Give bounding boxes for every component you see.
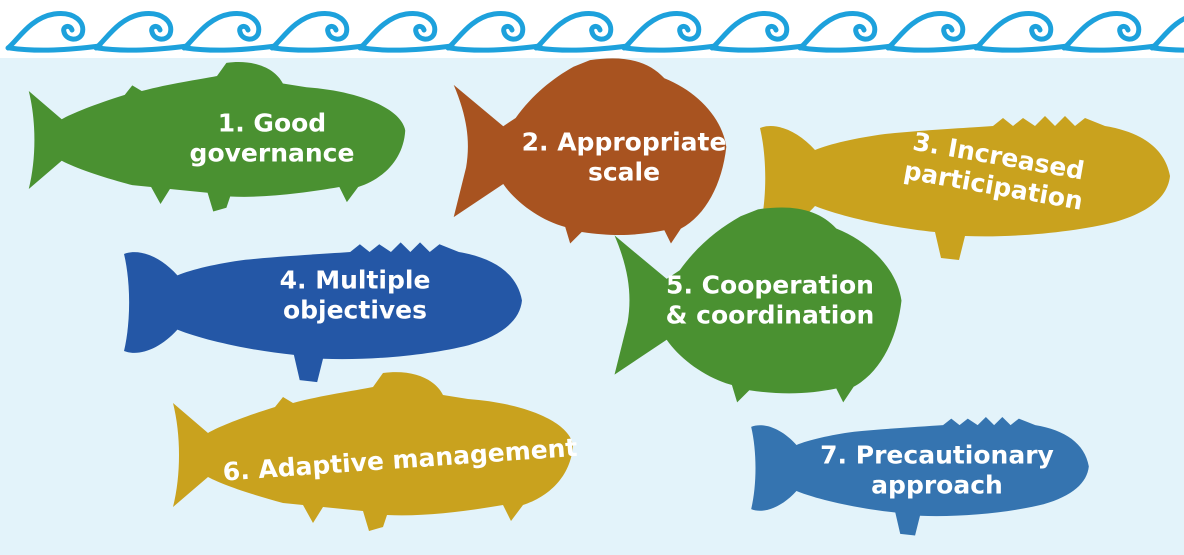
principle-line2: governance <box>189 138 355 167</box>
wave-curl-icon <box>1149 16 1184 53</box>
wave-curl-icon <box>181 11 279 53</box>
principle-line1: Appropriate <box>557 127 727 157</box>
principle-label-2: 2. Appropriate scale <box>522 128 727 187</box>
wave-curl-icon <box>357 11 455 53</box>
principle-number: 5. <box>666 270 693 300</box>
wave-curl-icon <box>445 11 543 53</box>
wave-curl-icon <box>797 11 895 53</box>
wave-border <box>0 0 1184 64</box>
principle-line1: Multiple <box>315 265 431 295</box>
principle-line2: & coordination <box>665 300 875 329</box>
principle-number: 4. <box>279 265 307 295</box>
wave-curl-icon <box>885 11 983 53</box>
wave-curl-icon <box>269 11 367 53</box>
principle-line2: approach <box>871 470 1003 499</box>
principle-number: 3. <box>910 126 943 161</box>
wave-curl-icon <box>5 11 103 53</box>
principle-number: 6. <box>221 455 251 487</box>
principle-line2: scale <box>587 157 661 186</box>
wave-curl-icon <box>533 11 631 53</box>
principle-number: 2. <box>521 127 549 157</box>
wave-curl-icon <box>93 11 191 53</box>
wave-curl-icon <box>621 11 719 53</box>
principle-number: 7. <box>820 440 848 470</box>
principle-line2: objectives <box>282 295 428 324</box>
principle-line1: Cooperation <box>701 270 874 300</box>
principle-label-7: 7. Precautionary approach <box>820 441 1054 500</box>
principle-label-1: 1. Good governance <box>190 109 355 168</box>
principle-label-4: 4. Multiple objectives <box>280 266 431 325</box>
principle-line1: Good <box>253 108 327 138</box>
principle-label-5: 5. Cooperation & coordination <box>666 271 875 330</box>
wave-curl-icon <box>973 11 1071 53</box>
principle-line1: Precautionary <box>855 440 1054 470</box>
principle-number: 1. <box>217 108 245 138</box>
wave-curl-icon <box>1061 11 1159 53</box>
wave-curl-icon <box>709 11 807 53</box>
